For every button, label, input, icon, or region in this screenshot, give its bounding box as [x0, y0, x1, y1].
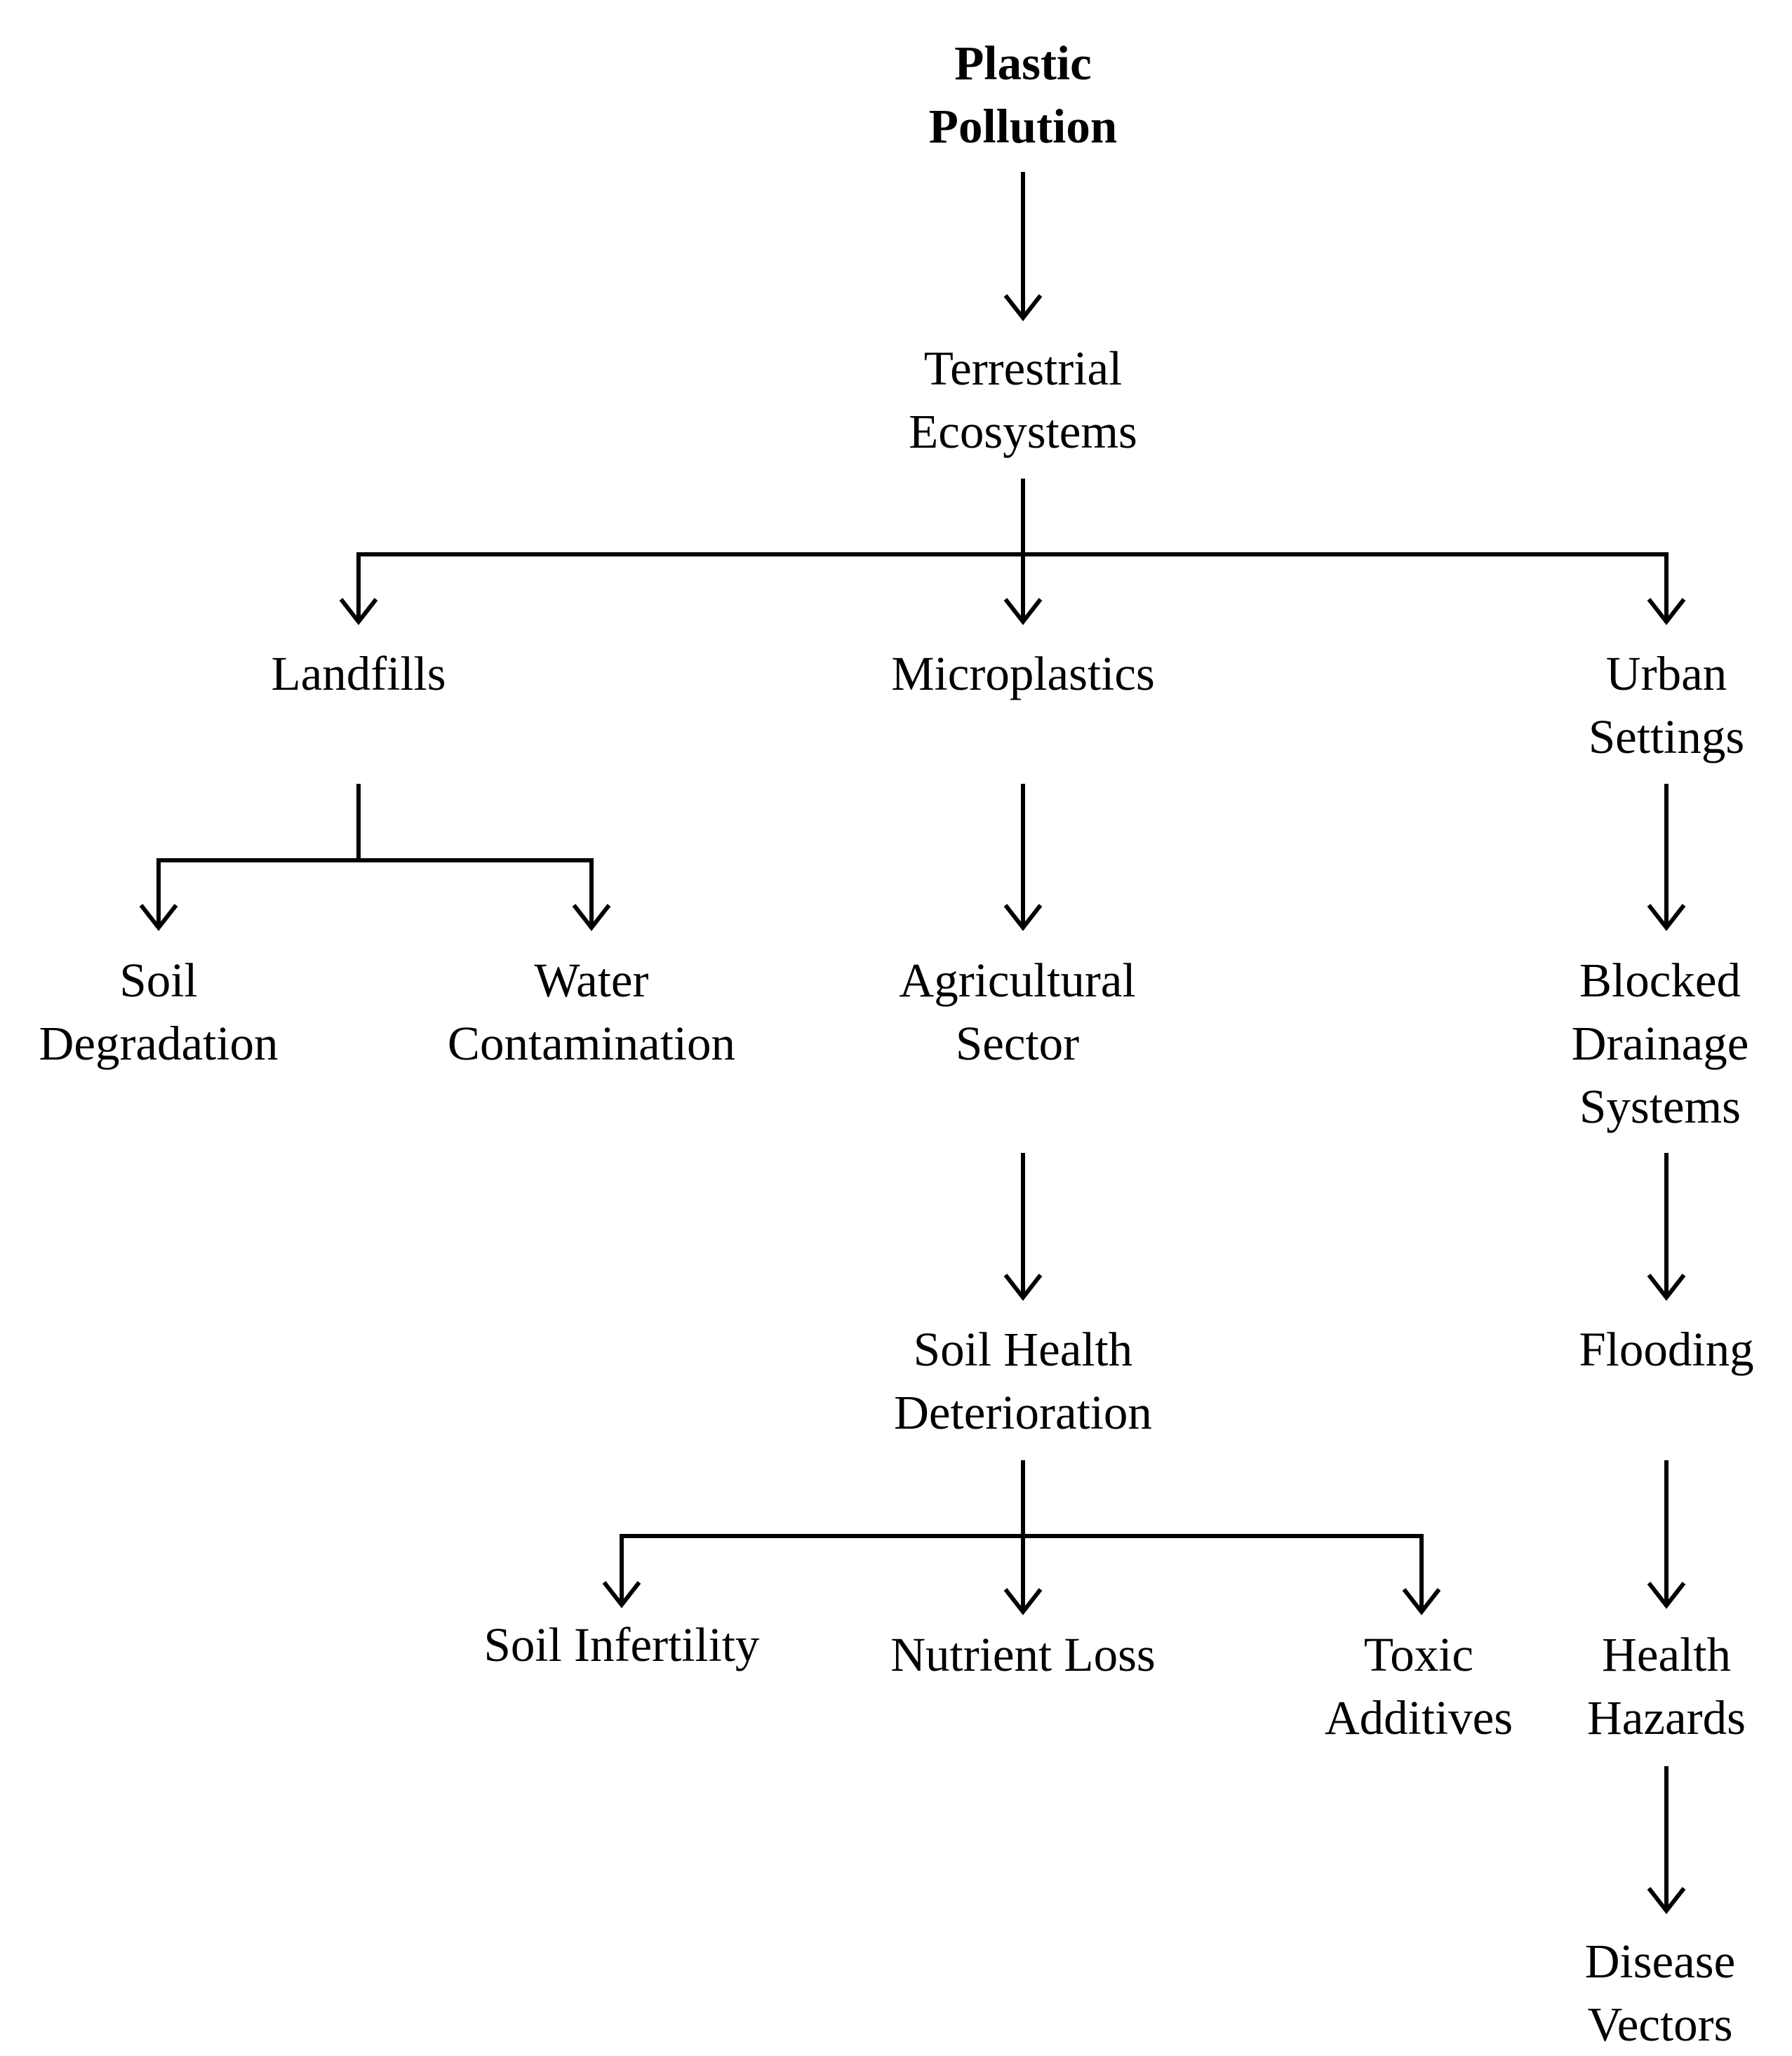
edge-urban-settings-to-blocked-drainage [1647, 784, 1686, 931]
node-soil-health-deterioration: Soil Health Deterioration [894, 1323, 1152, 1439]
node-urban-settings: Urban Settings [1588, 647, 1745, 763]
node-plastic-pollution: Plastic Pollution [928, 36, 1118, 153]
edge-soil-health-branches [602, 1460, 1441, 1615]
node-terrestrial-ecosystems: Terrestrial Ecosystems [909, 342, 1137, 458]
node-flooding: Flooding [1579, 1323, 1754, 1376]
edge-landfills-branches [139, 784, 611, 931]
node-health-hazards: Health Hazards [1586, 1628, 1746, 1744]
edge-agricultural-sector-to-soil-health [1003, 1153, 1043, 1301]
edge-terrestrial-ecosystems-branches [339, 479, 1686, 625]
node-disease-vectors: Disease Vectors [1584, 1935, 1736, 2051]
node-blocked-drainage-systems: Blocked Drainage Systems [1571, 954, 1749, 1133]
node-nutrient-loss: Nutrient Loss [890, 1628, 1156, 1681]
node-soil-degradation: Soil Degradation [39, 954, 279, 1070]
node-agricultural-sector: Agricultural Sector [899, 954, 1136, 1070]
node-water-contamination: Water Contamination [447, 954, 736, 1070]
node-toxic-additives: Toxic Additives [1324, 1628, 1513, 1744]
edge-health-hazards-to-disease-vectors [1647, 1766, 1686, 1914]
edge-flooding-to-health-hazards [1647, 1460, 1686, 1609]
node-soil-infertility: Soil Infertility [483, 1618, 760, 1671]
edge-plastic-pollution-to-terrestrial-ecosystems [1003, 172, 1043, 321]
node-landfills: Landfills [271, 647, 446, 700]
edge-microplastics-to-agricultural-sector [1003, 784, 1043, 931]
node-microplastics: Microplastics [891, 647, 1155, 700]
edge-blocked-drainage-to-flooding [1647, 1153, 1686, 1301]
